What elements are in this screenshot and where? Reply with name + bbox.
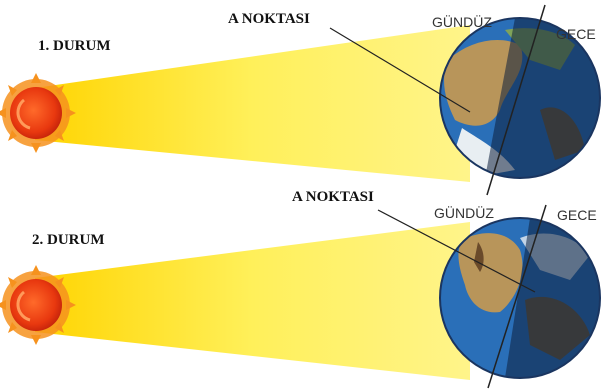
case-label: 2. DURUM xyxy=(32,232,105,248)
panel-1: 1. DURUM A NOKTASI GÜNDÜZ GECE xyxy=(0,5,600,195)
night-label: GECE xyxy=(556,26,596,42)
point-label: A NOKTASI xyxy=(228,11,310,27)
case-label: 1. DURUM xyxy=(38,38,111,54)
day-label: GÜNDÜZ xyxy=(432,13,492,30)
day-label: GÜNDÜZ xyxy=(434,204,494,221)
panel-2: 2. DURUM A NOKTASI GÜNDÜZ GECE xyxy=(0,189,600,388)
night-label: GECE xyxy=(557,207,597,223)
point-label: A NOKTASI xyxy=(292,189,374,205)
